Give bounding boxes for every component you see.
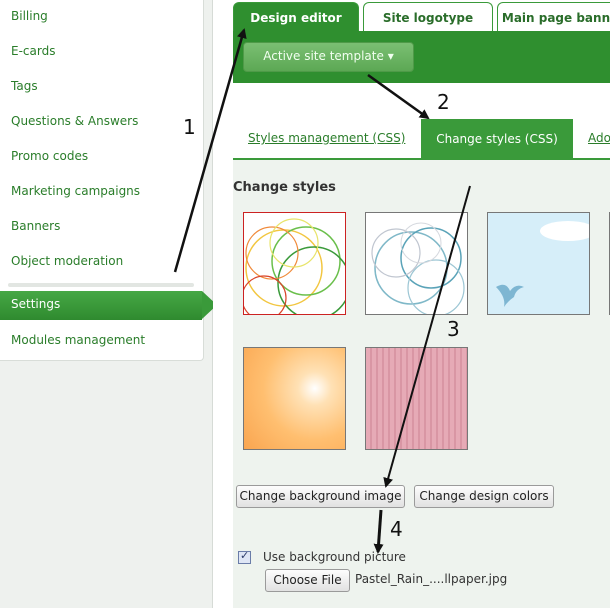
change-background-button[interactable]: Change background image (236, 485, 405, 508)
use-background-checkbox[interactable] (238, 549, 251, 564)
section-title: Change styles (233, 180, 336, 195)
sidebar-item-marketing[interactable]: Marketing campaigns (11, 184, 141, 198)
tab-design-editor[interactable]: Design editor (233, 2, 359, 33)
sidebar-item-billing[interactable]: Billing (11, 9, 48, 23)
sky-bird-image (496, 221, 589, 307)
sidebar-item-settings[interactable]: Settings (0, 291, 217, 320)
annotation-2: 2 (437, 90, 450, 114)
change-colors-button[interactable]: Change design colors (414, 485, 554, 508)
subnav-underline (233, 158, 610, 160)
annotation-1: 1 (183, 115, 196, 139)
circles-warm-image (244, 218, 345, 314)
circles-blue-image (371, 222, 465, 314)
annotation-4: 4 (390, 517, 403, 541)
style-thumb-pink-stripes[interactable] (365, 347, 468, 450)
sidebar: Billing E-cards Tags Questions & Answers… (0, 0, 217, 608)
style-thumb-orange-glow[interactable] (243, 347, 346, 450)
sidebar-item-tags[interactable]: Tags (11, 79, 38, 93)
tab-site-logotype[interactable]: Site logotype (363, 2, 493, 33)
style-thumb-sky-bird[interactable] (487, 212, 590, 315)
file-name: Pastel_Rain_....llpaper.jpg (355, 572, 508, 586)
subnav-styles-management[interactable]: Styles management (CSS) (248, 131, 406, 145)
sidebar-item-label: Settings (11, 297, 61, 311)
sidebar-item-modules[interactable]: Modules management (11, 333, 146, 347)
sidebar-item-ecards[interactable]: E-cards (11, 44, 56, 58)
sidebar-divider (8, 283, 194, 287)
tab-main-page-banner[interactable]: Main page bann (497, 2, 610, 33)
sidebar-item-banners[interactable]: Banners (11, 219, 61, 233)
use-background-label: Use background picture (263, 550, 406, 564)
style-thumb-circles-warm[interactable] (243, 212, 346, 315)
subnav-change-styles[interactable]: Change styles (CSS) (421, 119, 573, 159)
sidebar-item-promo-codes[interactable]: Promo codes (11, 149, 89, 163)
subnav-add[interactable]: Ado (588, 131, 610, 145)
sidebar-item-qa[interactable]: Questions & Answers (11, 114, 139, 128)
annotation-3: 3 (447, 317, 460, 341)
active-template-dropdown[interactable]: Active site template ▾ (243, 42, 414, 72)
style-thumb-circles-blue[interactable] (365, 212, 468, 315)
sidebar-item-moderation[interactable]: Object moderation (11, 254, 124, 268)
choose-file-button[interactable]: Choose File (265, 569, 350, 592)
